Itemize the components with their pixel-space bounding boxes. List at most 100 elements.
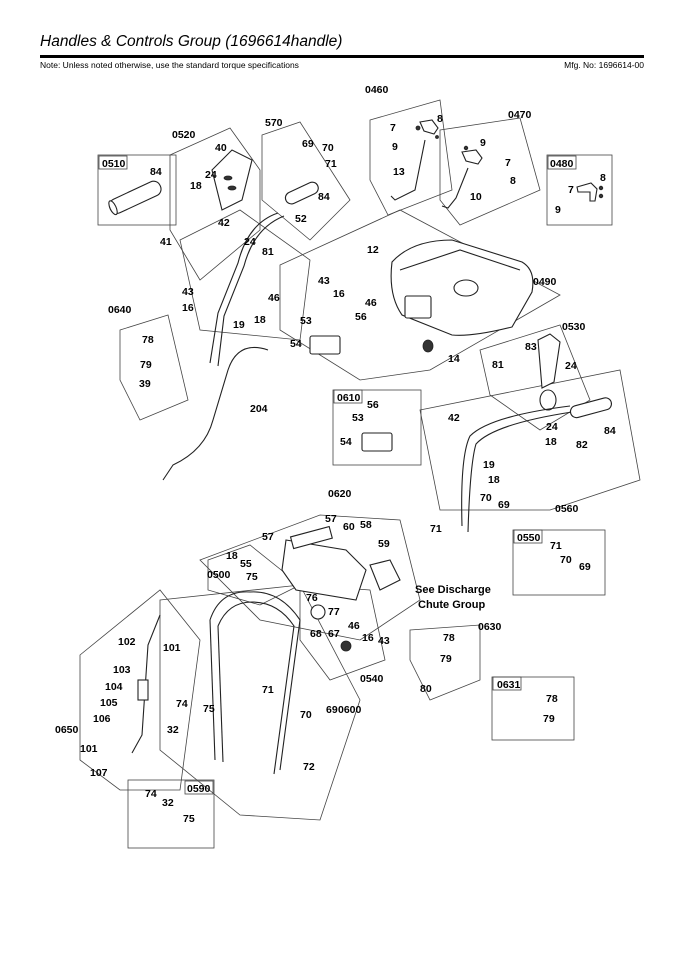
part-label: 105 bbox=[100, 697, 118, 709]
part-label: 69 bbox=[326, 704, 338, 716]
part-label: 83 bbox=[525, 341, 537, 353]
part-label: 59 bbox=[378, 538, 390, 550]
group-labels: 0460 0470 0510 0480 0520 570 0490 0530 0… bbox=[55, 84, 586, 795]
grip-0510 bbox=[108, 180, 162, 216]
part-label: 69 bbox=[498, 499, 510, 511]
part-label: 54 bbox=[340, 436, 352, 448]
outline-0650 bbox=[79, 589, 201, 791]
part-label: 43 bbox=[182, 286, 194, 298]
part-label: 80 bbox=[420, 683, 432, 695]
part-label: 78 bbox=[142, 334, 154, 346]
part-label: 53 bbox=[352, 412, 364, 424]
part-label: 56 bbox=[367, 399, 379, 411]
outline-570 bbox=[261, 121, 351, 241]
part-label: 55 bbox=[240, 558, 252, 570]
frame-0550 bbox=[512, 529, 606, 596]
mfg-number: Mfg. No: 1696614-00 bbox=[564, 60, 644, 70]
part-drawings bbox=[108, 119, 613, 775]
part-label: 102 bbox=[118, 636, 136, 648]
group-label: 0630 bbox=[478, 621, 502, 633]
part-label: 24 bbox=[565, 360, 577, 372]
part-label: 43 bbox=[378, 635, 390, 647]
part-label: 79 bbox=[140, 359, 152, 371]
lever-0470 bbox=[441, 145, 483, 209]
part-label: 32 bbox=[162, 797, 174, 809]
part-label: 84 bbox=[604, 425, 616, 437]
part-label: 24 bbox=[205, 169, 217, 181]
outline-0640 bbox=[119, 314, 189, 421]
part-label: 42 bbox=[448, 412, 460, 424]
part-label: 57 bbox=[262, 531, 274, 543]
group-label: 0490 bbox=[533, 276, 557, 288]
part-label: 39 bbox=[139, 378, 151, 390]
part-label: 46 bbox=[365, 297, 377, 309]
handlebar-0560 bbox=[461, 397, 613, 533]
outline-0520 bbox=[169, 127, 261, 281]
callout-line-1: See Discharge bbox=[415, 584, 491, 596]
part-label: 43 bbox=[318, 275, 330, 287]
outline-0460 bbox=[369, 99, 453, 216]
part-label: 71 bbox=[325, 158, 337, 170]
part-label: 57 bbox=[325, 513, 337, 525]
light-0490 bbox=[309, 335, 341, 355]
part-label: 84 bbox=[318, 191, 330, 203]
frame-0590 bbox=[127, 779, 215, 849]
outline-0620 bbox=[199, 514, 421, 641]
group-label: 0480 bbox=[550, 158, 574, 170]
group-label: 0500 bbox=[207, 569, 231, 581]
part-label: 81 bbox=[262, 246, 274, 258]
group-label: 0590 bbox=[187, 783, 211, 795]
handle-0520 bbox=[209, 149, 319, 367]
part-label: 71 bbox=[262, 684, 274, 696]
outline-0500 bbox=[207, 544, 301, 606]
light-0610 bbox=[361, 432, 393, 452]
group-label: 570 bbox=[265, 117, 283, 129]
part-label: 9 bbox=[555, 204, 561, 216]
discharge-chute-callout: See Discharge Chute Group bbox=[415, 584, 491, 611]
part-label: 8 bbox=[510, 175, 516, 187]
part-label: 101 bbox=[80, 743, 98, 755]
part-label: 19 bbox=[483, 459, 495, 471]
part-label: 79 bbox=[543, 713, 555, 725]
part-label: 106 bbox=[93, 713, 111, 725]
cable-204 bbox=[162, 346, 269, 481]
rod-0650 bbox=[131, 614, 161, 754]
part-label: 204 bbox=[250, 403, 268, 415]
part-label: 68 bbox=[310, 628, 322, 640]
group-label: 0470 bbox=[508, 109, 532, 121]
part-label: 75 bbox=[246, 571, 258, 583]
part-label: 60 bbox=[343, 521, 355, 533]
part-label: 24 bbox=[244, 236, 256, 248]
group-outlines bbox=[79, 99, 641, 821]
part-label: 70 bbox=[300, 709, 312, 721]
part-label: 81 bbox=[492, 359, 504, 371]
group-label: 0560 bbox=[555, 503, 579, 515]
title-rule bbox=[40, 55, 644, 58]
part-label: 18 bbox=[226, 550, 238, 562]
part-label: 70 bbox=[480, 492, 492, 504]
part-label: 79 bbox=[440, 653, 452, 665]
group-label: 0600 bbox=[338, 704, 362, 716]
part-label: 18 bbox=[190, 180, 202, 192]
part-label: 104 bbox=[105, 681, 123, 693]
part-label: 101 bbox=[163, 642, 181, 654]
outline-0560 bbox=[419, 369, 641, 511]
group-label: 0530 bbox=[562, 321, 586, 333]
outline-0530 bbox=[479, 324, 591, 431]
boxed-label-frames bbox=[98, 155, 577, 795]
part-label: 16 bbox=[333, 288, 345, 300]
part-label: 56 bbox=[355, 311, 367, 323]
grip-0530 bbox=[537, 333, 561, 411]
part-label: 69 bbox=[579, 561, 591, 573]
group-label: 0650 bbox=[55, 724, 79, 736]
part-label: 71 bbox=[550, 540, 562, 552]
part-label: 32 bbox=[167, 724, 179, 736]
part-label: 12 bbox=[367, 244, 379, 256]
part-label: 16 bbox=[182, 302, 194, 314]
part-label: 10 bbox=[470, 191, 482, 203]
outline-0630 bbox=[409, 624, 481, 701]
part-label: 103 bbox=[113, 664, 131, 676]
group-label: 0620 bbox=[328, 488, 352, 500]
boxed-group-frames bbox=[97, 154, 613, 849]
page-title: Handles & Controls Group (1696614handle) bbox=[40, 33, 343, 50]
